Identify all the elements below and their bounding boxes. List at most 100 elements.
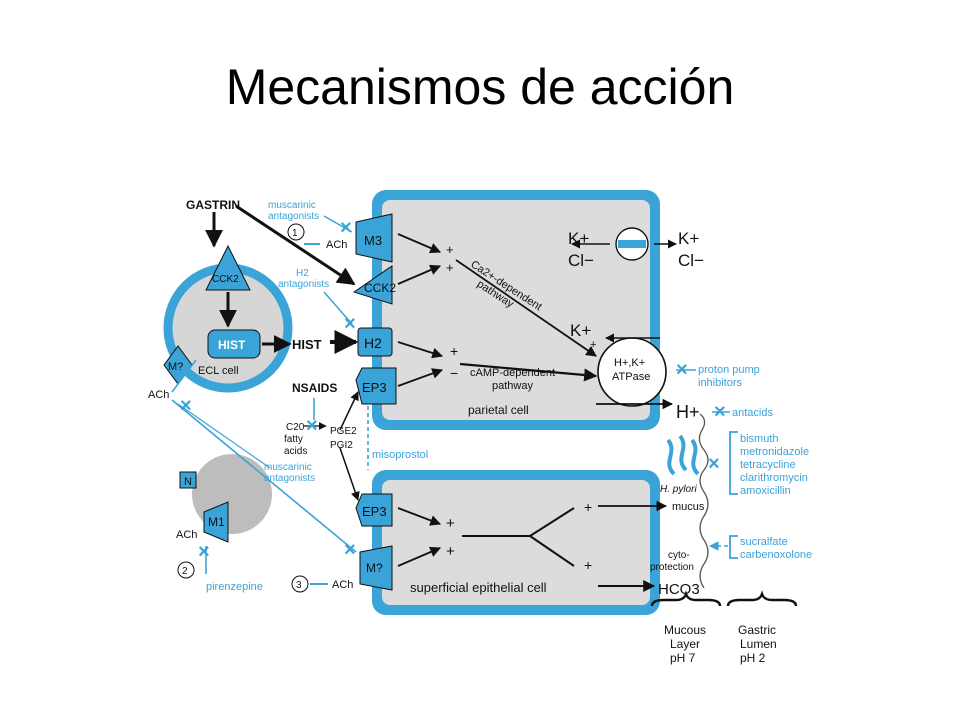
proton-pump-label: proton pump (698, 364, 760, 376)
plus-8: + (584, 557, 592, 573)
brace-mucous (650, 590, 722, 607)
ach-to-ecl (171, 359, 197, 393)
arrow-camp-pathway (459, 362, 598, 382)
fatty-label: fatty (284, 434, 303, 445)
bismuth-label: bismuth (740, 433, 779, 445)
metronidazole-label: metronidazole (740, 446, 809, 458)
brace-lumen (726, 590, 798, 607)
plus-2: + (446, 260, 454, 275)
step1-circle (287, 223, 305, 241)
h-pylori-label: H. pylori (660, 484, 697, 495)
arrow-m3-plus (397, 233, 441, 254)
bracket-sucralfate (729, 535, 738, 559)
amoxicillin-label: amoxicillin (740, 485, 791, 497)
m1-receptor (203, 501, 229, 543)
misoprostol-label: misoprostol (372, 449, 428, 461)
plus-4: + (590, 339, 596, 351)
proton-pump-label-b: inhibitors (698, 377, 743, 389)
c20-label: C20 (286, 422, 305, 433)
mucous-layer-label-c: pH 7 (670, 651, 696, 665)
x-mark-nsaid: × (306, 415, 318, 437)
arrow-gastrin-receptor (235, 204, 356, 286)
atpase-label: H+,K+ (614, 357, 645, 369)
plus-3: + (450, 343, 458, 359)
plus-6: + (446, 543, 455, 560)
mucous-layer-label: Mucous (664, 623, 706, 637)
step1-label: 1 (292, 228, 298, 239)
x-mark-h2: × (344, 313, 356, 335)
gastric-lumen-label-b: Lumen (740, 637, 777, 651)
hco3-label: HCO3 (658, 581, 700, 598)
ep3-bottom-label: EP3 (362, 504, 387, 519)
cck2-receptor (352, 265, 393, 305)
plus-1: + (446, 242, 454, 257)
antacids-label: antacids (732, 407, 773, 419)
ep3-receptor-top (355, 367, 397, 405)
ecl-cell-label: ECL cell (198, 365, 239, 377)
arrow-ca-pathway (455, 259, 597, 357)
pirenzepine-label: pirenzepine (206, 581, 263, 593)
arrow-ep3-bottom-plus (397, 507, 442, 526)
m1-label: M1 (208, 515, 225, 529)
m-ecl-label: M? (168, 361, 183, 373)
cyto-label: cyto- (668, 550, 690, 561)
muscarinic-antagonists-label-b: antagonists (268, 211, 319, 222)
k-plus-label-3: K+ (570, 321, 591, 340)
x-mark-muscarinic2: × (344, 539, 356, 561)
x-mark-ppi: × (676, 359, 688, 381)
ep3-top-label: EP3 (362, 380, 387, 395)
x-mark-ecl: × (180, 395, 192, 417)
arrow-pge-ep3-bottom (339, 447, 360, 501)
cck2-ecl-receptor (205, 244, 251, 291)
parietal-cell-body (382, 200, 650, 420)
carbenoxolone-label: carbenoxolone (740, 549, 812, 561)
pgi2-label: PGI2 (330, 440, 353, 451)
h2-label: H2 (364, 335, 382, 351)
muscarinic-antagonists-2-label-b: antagonists (264, 473, 315, 484)
protection-label: protection (650, 562, 694, 573)
x-mark-top: × (340, 217, 352, 239)
h-plus-label: H+ (676, 402, 700, 422)
slide-title: Mecanismos de acción (225, 59, 735, 115)
h2-antagonists-label: H2 (296, 268, 309, 279)
m-receptor-bottom (359, 545, 393, 591)
hist-label: HIST (292, 337, 322, 352)
mucous-layer-label-b: Layer (670, 637, 700, 651)
k-cl-channel-bar (618, 240, 646, 248)
ep3-receptor-bottom (355, 493, 393, 527)
x-mark-pirenzepine: × (198, 541, 210, 563)
branch-lines (462, 507, 575, 567)
m-bottom-label: M? (366, 561, 383, 575)
pge2-label: PGE2 (330, 426, 357, 437)
cck2-label: CCK2 (364, 281, 396, 295)
plus-5: + (446, 515, 455, 532)
step2-label: 2 (182, 566, 188, 577)
cl-minus-label-2: Cl− (678, 251, 704, 270)
inhibit-h2 (323, 291, 353, 325)
x-mark-antacid: × (714, 401, 726, 423)
step3-circle (291, 575, 309, 593)
nsaids-label: NSAIDS (292, 381, 337, 395)
camp-pathway-label-b: pathway (492, 380, 533, 392)
k-plus-label-1: K+ (568, 229, 589, 248)
ach-bottom-label: ACh (332, 579, 353, 591)
ach-top-label: ACh (326, 239, 347, 251)
hist-box-label: HIST (218, 338, 246, 352)
bracket-antibiotics (729, 431, 738, 495)
step2-circle (177, 561, 195, 579)
cl-minus-label-1: Cl− (568, 251, 594, 270)
gastric-lumen-label-c: pH 2 (740, 651, 766, 665)
n-label: N (184, 476, 192, 488)
wavy-layer (698, 413, 709, 589)
acids-label: acids (284, 446, 307, 457)
m3-receptor (355, 213, 393, 263)
clarithromycin-label: clarithromycin (740, 472, 808, 484)
tetracycline-label: tetracycline (740, 459, 796, 471)
muscarinic-2-line (177, 403, 271, 469)
hist-box (207, 329, 261, 359)
x-mark-hpylori: × (708, 453, 720, 475)
superficial-cell-label: superficial epithelial cell (410, 580, 547, 595)
gastric-lumen-label: Gastric (738, 623, 776, 637)
ach-left-label: ACh (148, 389, 169, 401)
epithelial-cell-body (382, 480, 650, 605)
